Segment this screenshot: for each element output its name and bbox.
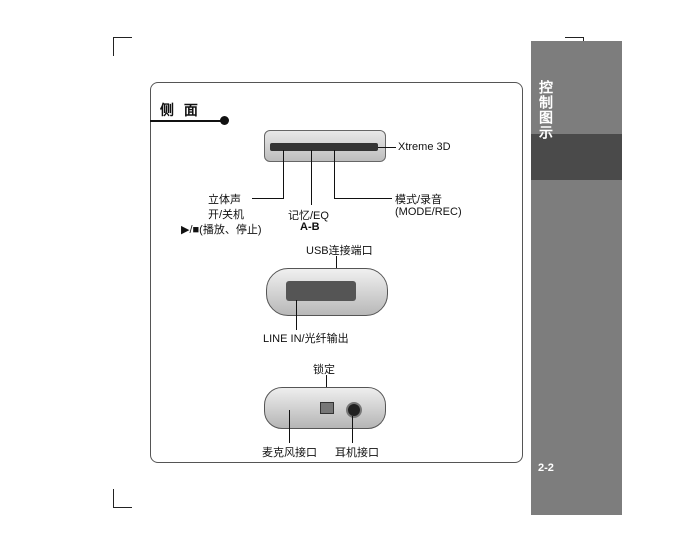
leader-stereo-v [283,150,284,199]
label-stereo: 立体声 [208,194,241,206]
label-lock: 锁定 [313,364,335,376]
leader-xtreme [378,147,396,148]
device-button-band [270,143,378,151]
label-memory-eq: 记忆/EQ [288,210,329,222]
label-power: 开/关机 [208,209,245,221]
label-earphone: 耳机接口 [335,447,379,459]
line-in-port [286,281,356,301]
hold-switch [320,402,334,414]
sidebar-strip [531,41,622,515]
leader-earphone [352,416,353,443]
label-line-in: LINE IN/光纤输出 [263,333,349,345]
label-ab: A-B [300,221,320,233]
sidebar-highlight [531,134,622,180]
leader-mic [289,410,290,443]
earphone-jack-icon [346,402,362,418]
title-bullet-icon [220,116,229,125]
leader-mode-h [334,198,392,199]
label-xtreme3d: Xtreme 3D [398,141,451,153]
leader-line-in [296,300,297,330]
section-title: 侧 面 [160,102,201,118]
label-mode-rec: 模式/录音 [395,194,443,206]
label-mic: 麦克风接口 [262,447,317,459]
crop-mark-top-left [113,37,132,56]
page-number: 2-2 [538,462,554,474]
label-mode-rec-en: (MODE/REC) [395,206,462,218]
sidebar-title: 控制图示 [538,80,554,140]
leader-stereo-h [252,198,284,199]
crop-mark-bottom-left [113,489,132,508]
leader-memory [311,150,312,205]
label-usb: USB连接端口 [306,245,373,257]
title-underline [150,120,225,122]
leader-mode-v [334,150,335,199]
label-play-stop: ▶/■(播放、停止) [181,224,262,236]
